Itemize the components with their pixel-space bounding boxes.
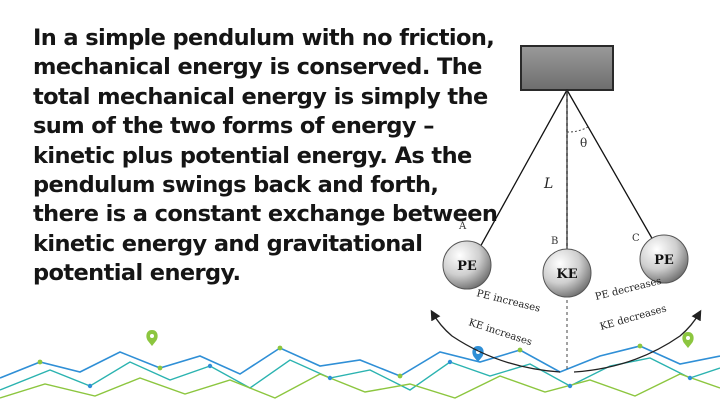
paragraph-line: mechanical energy is conserved. The	[33, 54, 482, 81]
wave-line-teal	[0, 357, 720, 391]
wave-dots-green	[37, 343, 643, 379]
arc-label-pe-increases: PE increases	[475, 288, 541, 314]
pendulum-bob-left	[442, 240, 492, 290]
swing-arc-left	[430, 309, 561, 373]
paragraph-line: potential energy.	[33, 260, 241, 287]
paragraph-line: total mechanical energy is simply the	[33, 83, 488, 110]
position-b-label: B	[551, 236, 558, 247]
paragraph-line: kinetic plus potential energy. As the	[33, 142, 472, 169]
map-pin-icon	[146, 330, 158, 346]
wave-dots-blue	[87, 359, 693, 389]
position-a-label: A	[458, 221, 467, 232]
paragraph-line: sum of the two forms of energy –	[33, 113, 434, 140]
position-c-label: C	[632, 233, 640, 244]
theta-label: θ	[580, 136, 587, 150]
support-block	[520, 45, 614, 91]
wave-line-green	[0, 373, 720, 399]
body-paragraph: In a simple pendulum with no friction, m…	[33, 24, 498, 289]
length-label: L	[543, 176, 553, 192]
bob-right-label: PE	[654, 253, 674, 268]
bob-left-label: PE	[457, 259, 477, 274]
paragraph-line: kinetic energy and gravitational	[33, 230, 423, 257]
swing-arc-right	[573, 309, 702, 373]
theta-arc	[566, 126, 589, 133]
bob-center-label: KE	[556, 267, 577, 282]
paragraph-line: there is a constant exchange between	[33, 201, 498, 228]
map-pin-icon	[682, 332, 694, 348]
pendulum-bob-center	[542, 248, 592, 298]
arc-label-pe-decreases: PE decreases	[594, 276, 663, 303]
string-right	[566, 89, 662, 255]
arc-label-ke-decreases: KE decreases	[599, 303, 668, 333]
wave-line-blue	[0, 345, 720, 379]
paragraph-line: pendulum swings back and forth,	[33, 172, 439, 199]
pendulum-bob-right	[639, 234, 689, 284]
arc-label-ke-increases: KE increases	[467, 317, 533, 348]
paragraph-line: In a simple pendulum with no friction,	[33, 25, 495, 51]
string-left	[473, 89, 568, 259]
